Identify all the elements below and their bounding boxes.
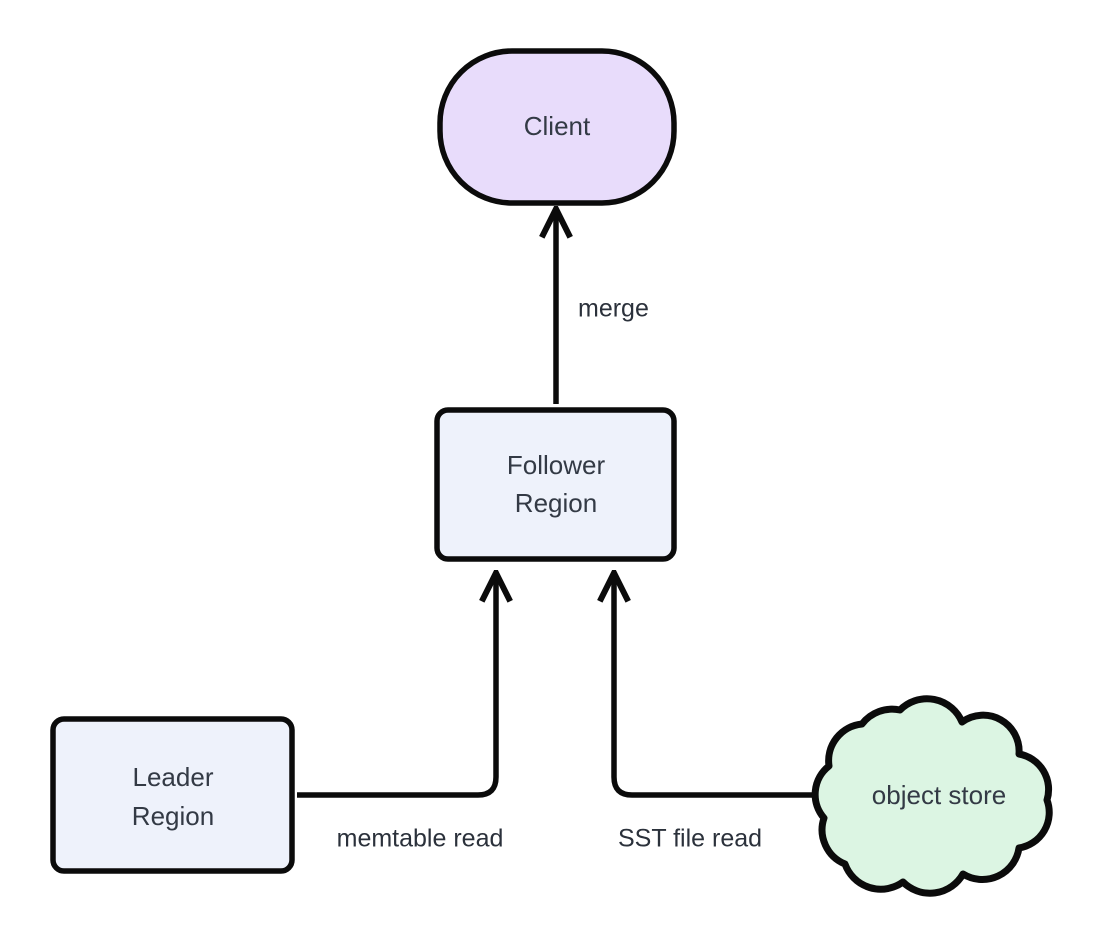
edge-sst-file-read-path [614,578,818,798]
follower-region-shape [434,407,677,562]
edge-label-memtable-read: memtable read [337,825,504,853]
edge-memtable-read-path [297,578,496,798]
node-leader-region[interactable]: Leader Region [50,716,295,874]
node-object-store[interactable]: object store [811,695,1053,897]
node-follower-region[interactable]: Follower Region [434,407,677,562]
leader-region-label-line2: Region [132,801,214,831]
node-client[interactable]: Client [437,48,677,206]
follower-region-label-line2: Region [515,488,597,518]
object-store-cloud-shape [811,695,1053,897]
client-label: Client [524,111,591,141]
follower-region-label-line1: Follower [507,450,606,480]
leader-region-shape [50,716,295,874]
object-store-label: object store [872,780,1006,810]
client-shape [437,48,677,206]
leader-region-label-line1: Leader [133,762,214,792]
edge-label-merge: merge [578,295,649,323]
edge-label-sst-file-read: SST file read [618,825,762,853]
